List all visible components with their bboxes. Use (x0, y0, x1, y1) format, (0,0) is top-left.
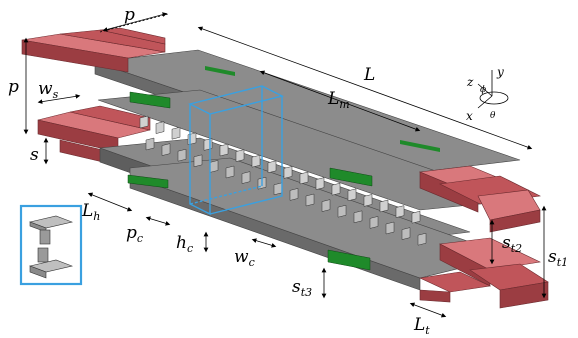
inset-unit-cell (19, 204, 83, 286)
corrugation-tooth (305, 193, 315, 207)
corrugation-tooth (235, 149, 245, 162)
label-pc: pc (126, 223, 143, 245)
corrugation-tooth (289, 188, 299, 201)
corrugation-tooth (219, 143, 229, 157)
corrugation-tooth (241, 171, 251, 184)
label-s: s (30, 145, 39, 165)
corrugation-tooth (315, 177, 325, 190)
label-st2: st2 (502, 233, 522, 255)
corrugation-tooth (177, 148, 187, 162)
corrugation-tooth (411, 210, 421, 224)
corrugation-tooth (363, 194, 373, 207)
corrugation-tooth (299, 171, 309, 185)
corrugation-teeth (139, 115, 427, 246)
corrugation-tooth (187, 132, 197, 146)
label-st3: st3 (292, 277, 312, 299)
corrugation-tooth (203, 138, 213, 151)
right-ports (418, 165, 549, 309)
dimension-lines (23, 12, 547, 318)
corrugation-tooth (353, 210, 363, 224)
label-st1: st1 (548, 247, 568, 269)
corrugation-tooth (225, 165, 235, 179)
corrugation-tooth (337, 204, 347, 218)
label-Lt: Lt (413, 315, 430, 337)
label-wc: wc (234, 247, 255, 269)
corrugation-tooth (417, 232, 427, 246)
label-Lm: Lm (327, 89, 350, 111)
corrugation-tooth (385, 221, 395, 235)
corrugation-tooth (155, 121, 165, 134)
corrugation-tooth (401, 227, 411, 240)
corrugation-tooth (145, 137, 155, 151)
axis-x-label: x (466, 109, 473, 123)
corrugation-tooth (395, 205, 405, 218)
corrugation-tooth (347, 188, 357, 202)
axis-theta-label: θ (490, 111, 496, 121)
label-p-left: p (8, 77, 19, 97)
corrugation-tooth (193, 154, 203, 168)
axis-phi-label: ϕ (480, 85, 486, 95)
upper-left-ports (21, 27, 166, 73)
corrugation-tooth (139, 115, 149, 129)
corrugation-tooth (251, 154, 261, 168)
label-Lh: Lh (81, 201, 100, 223)
label-p-top: p (124, 5, 135, 25)
corrugation-tooth (379, 199, 389, 213)
corrugation-tooth (273, 182, 283, 196)
corrugation-tooth (321, 199, 331, 212)
corrugation-tooth (161, 143, 171, 156)
coordinate-axes (477, 70, 509, 109)
label-hc: hc (176, 233, 193, 255)
label-L: L (363, 65, 375, 85)
axis-z-label: z (466, 75, 474, 89)
corrugation-tooth (283, 166, 293, 179)
corrugation-tooth (267, 160, 277, 174)
corrugation-tooth (209, 160, 219, 173)
corrugation-tooth (331, 182, 341, 196)
label-ws: ws (38, 79, 59, 101)
corrugation-tooth (369, 216, 379, 229)
corrugation-tooth (171, 126, 181, 140)
axis-y-label: y (496, 65, 504, 79)
